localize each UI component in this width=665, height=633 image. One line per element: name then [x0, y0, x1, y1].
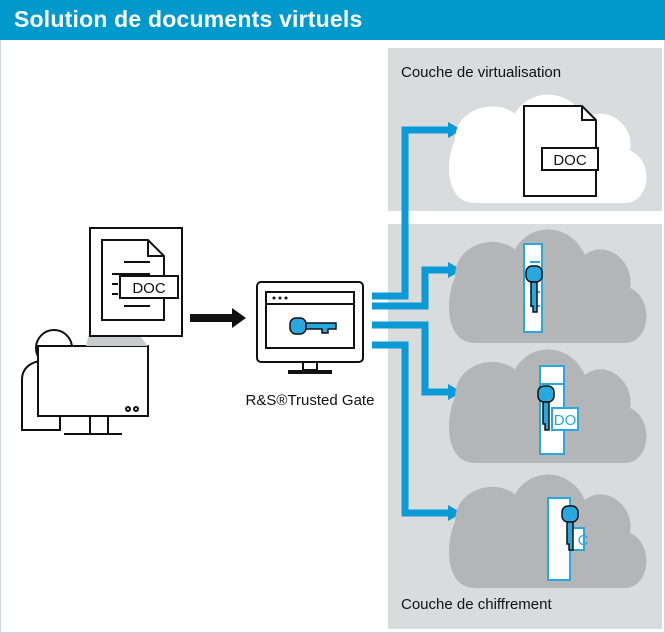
gateway-key-icon	[289, 317, 337, 335]
fragment-key-icon	[537, 385, 555, 431]
fragment-key-icon	[561, 505, 579, 551]
fragment-3-tag: C	[578, 532, 589, 549]
gateway-label: R&S®Trusted Gate	[246, 392, 375, 409]
encrypted-cloud-icon	[449, 229, 647, 343]
upload-arrow	[190, 308, 246, 328]
fragment-2-tag: DO	[554, 412, 577, 429]
document-fragment-icon	[539, 365, 579, 455]
trusted-gate-monitor-icon	[256, 281, 364, 374]
fragment-key-icon	[525, 265, 543, 313]
virtualization-layer-label: Couche de virtualisation	[401, 64, 562, 81]
virtual-doc-tag: DOC	[553, 152, 587, 169]
source-document-icon	[89, 227, 183, 337]
virtual-document-icon	[523, 105, 599, 197]
diagram-title: Solution de documents virtuels	[14, 6, 363, 32]
title-bar: Solution de documents virtuels	[0, 0, 665, 40]
source-doc-tag: DOC	[132, 280, 166, 297]
connector-arrowheads	[448, 122, 462, 521]
encryption-layer-label: Couche de chiffrement	[401, 596, 552, 613]
connector-lines	[372, 126, 450, 517]
user-workstation-icon	[21, 329, 149, 435]
